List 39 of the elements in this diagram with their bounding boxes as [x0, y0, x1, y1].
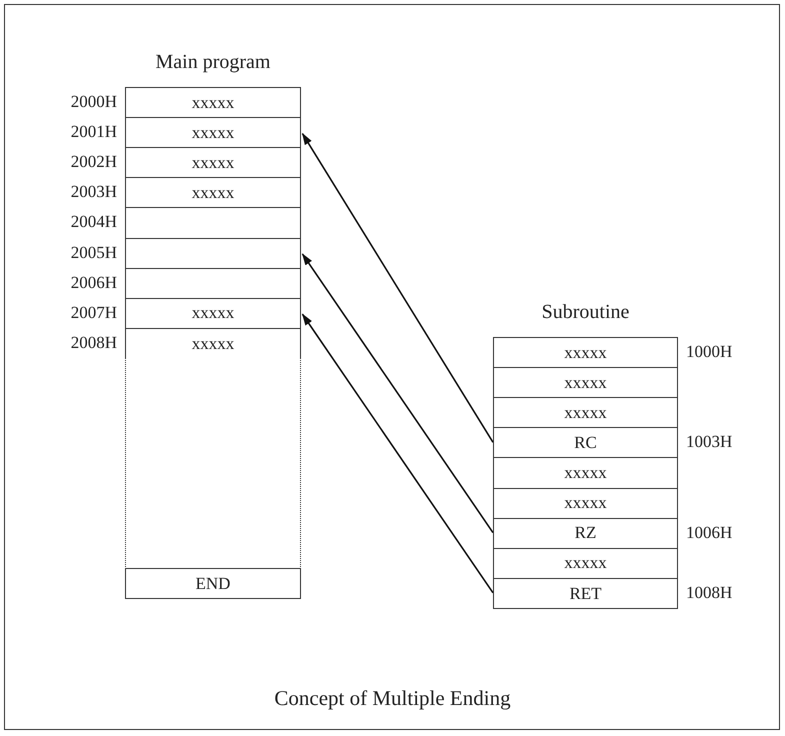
address-label: 2001H: [70, 122, 117, 142]
memory-cell: [125, 238, 301, 270]
memory-cell: RC: [493, 427, 678, 459]
address-label: 1006H: [686, 522, 732, 543]
memory-cell: RZ: [493, 518, 678, 550]
arrow: [302, 313, 494, 594]
memory-cell: [125, 207, 301, 239]
memory-cell: END: [125, 568, 301, 600]
address-label: 2003H: [70, 182, 117, 202]
memory-gap: [125, 358, 301, 570]
memory-cell: xxxxx: [125, 87, 301, 119]
address-label: 2007H: [70, 302, 117, 323]
memory-cell: RET: [493, 578, 678, 610]
column-heading: Subroutine: [540, 301, 630, 324]
address-label: 1000H: [686, 342, 732, 362]
memory-cell: xxxxx: [493, 367, 678, 399]
address-label: 2008H: [70, 332, 117, 353]
address-label: 1008H: [686, 582, 732, 603]
memory-cell: xxxxx: [125, 328, 301, 360]
address-label: 2006H: [70, 272, 117, 293]
memory-cell: [125, 268, 301, 300]
memory-cell: xxxxx: [125, 298, 301, 330]
memory-cell: xxxxx: [125, 147, 301, 179]
memory-cell: xxxxx: [125, 177, 301, 209]
column-heading: Main program: [154, 51, 272, 74]
memory-cell: xxxxx: [493, 488, 678, 520]
memory-cell: xxxxx: [493, 457, 678, 489]
memory-cell: xxxxx: [493, 337, 678, 369]
address-label: 2002H: [70, 152, 117, 172]
address-label: 1003H: [686, 432, 732, 452]
address-label: 2005H: [70, 242, 117, 263]
memory-cell: xxxxx: [493, 397, 678, 429]
caption: Concept of Multiple Ending: [273, 686, 512, 711]
address-label: 2000H: [70, 92, 117, 112]
address-label: 2004H: [70, 212, 117, 232]
arrow: [302, 132, 494, 443]
memory-cell: xxxxx: [493, 548, 678, 580]
memory-cell: xxxxx: [125, 117, 301, 149]
arrow: [302, 253, 494, 534]
